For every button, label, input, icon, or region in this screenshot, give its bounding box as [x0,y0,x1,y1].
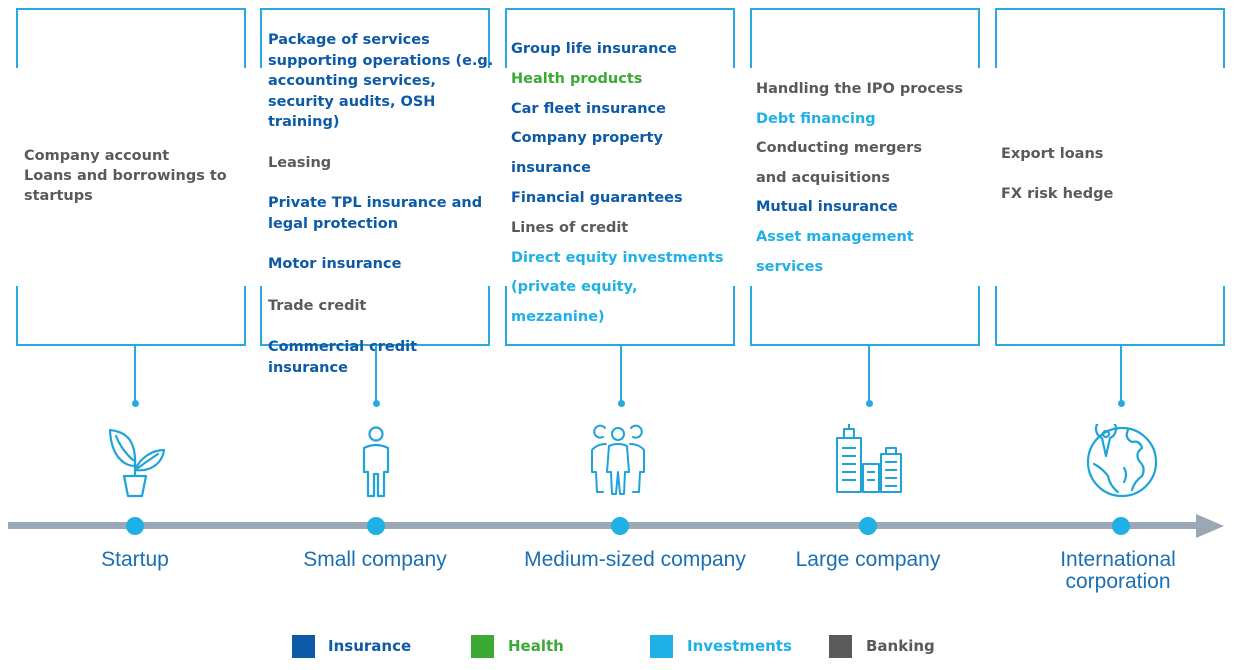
service-item: Loans and borrowings to startups [24,168,227,204]
service-item: Health products [511,70,643,87]
timeline-axis [8,522,1198,529]
small-company-services: Package of services supporting operation… [268,30,500,378]
timeline-node-large-company [859,517,877,535]
stage-box-international [995,8,1225,346]
connector-dot [131,400,139,407]
buildings-icon [834,424,904,501]
service-item: Car fleet insurance [511,100,666,117]
connector-dot [372,400,380,407]
service-item: Asset management services [756,228,914,275]
service-item: Motor insurance [268,256,402,272]
medium-company-services: Group life insurance Health products Car… [511,35,733,333]
service-item: Company account [24,148,170,164]
connector-line [620,346,622,404]
timeline-node-small-company [367,517,385,535]
stage-box-large-company [750,8,980,346]
service-item: Mutual insurance [756,199,898,216]
timeline-node-startup [126,517,144,535]
startup-services: Company account Loans and borrowings to … [24,146,239,206]
service-item: Trade credit [268,297,367,314]
service-item: Debt financing [756,110,876,127]
group-icon [587,424,649,505]
international-services: Export loans FX risk hedge [1001,144,1216,204]
service-item: Conducting mergers and acquisitions [756,140,922,186]
service-item: Private TPL insurance and legal protecti… [268,195,483,232]
stage-label-large-company: Large company [795,548,941,571]
timeline-node-medium-company [611,517,629,535]
service-item: Package of services supporting operation… [268,32,494,130]
legend-swatch-investments [650,635,673,658]
legend-label-health: Health [508,637,564,655]
connector-line [375,346,377,404]
plant-icon [102,424,168,505]
legend-label-insurance: Insurance [328,637,412,655]
service-item: FX risk hedge [1001,186,1114,202]
stage-label-small-company: Small company [303,548,447,571]
timeline-arrowhead [1196,514,1224,538]
service-item: Lines of credit [511,219,629,236]
connector-line [134,346,136,404]
stage-box-medium-company [505,8,735,346]
service-item: Financial guarantees [511,189,683,206]
service-item: Handling the IPO process [756,81,964,97]
stage-label-medium-company: Medium-sized company [524,548,746,571]
stage-label-startup: Startup [101,548,169,571]
connector-line [1120,346,1122,404]
person-icon [356,424,396,505]
legend-swatch-health [471,635,494,658]
large-company-services: Handling the IPO process Debt financing … [756,75,978,282]
service-item: Company property insurance [511,130,663,177]
timeline-node-international [1112,517,1130,535]
service-item: Direct equity investments (private equit… [511,249,724,326]
connector-dot [1117,400,1125,407]
stage-label-international: International corporation [1060,548,1176,593]
legend-label-banking: Banking [866,637,935,655]
legend-swatch-banking [829,635,852,658]
connector-dot [865,400,873,407]
globe-pin-icon [1084,417,1160,503]
service-item: Export loans [1001,146,1104,162]
service-item: Commercial credit insurance [268,339,418,376]
stage-box-small-company [260,8,490,346]
legend-label-investments: Investments [687,637,792,655]
service-item: Leasing [268,154,332,171]
legend-swatch-insurance [292,635,315,658]
connector-dot [617,400,625,407]
connector-line [868,346,870,404]
stage-box-startup [16,8,246,346]
service-item: Group life insurance [511,41,677,57]
